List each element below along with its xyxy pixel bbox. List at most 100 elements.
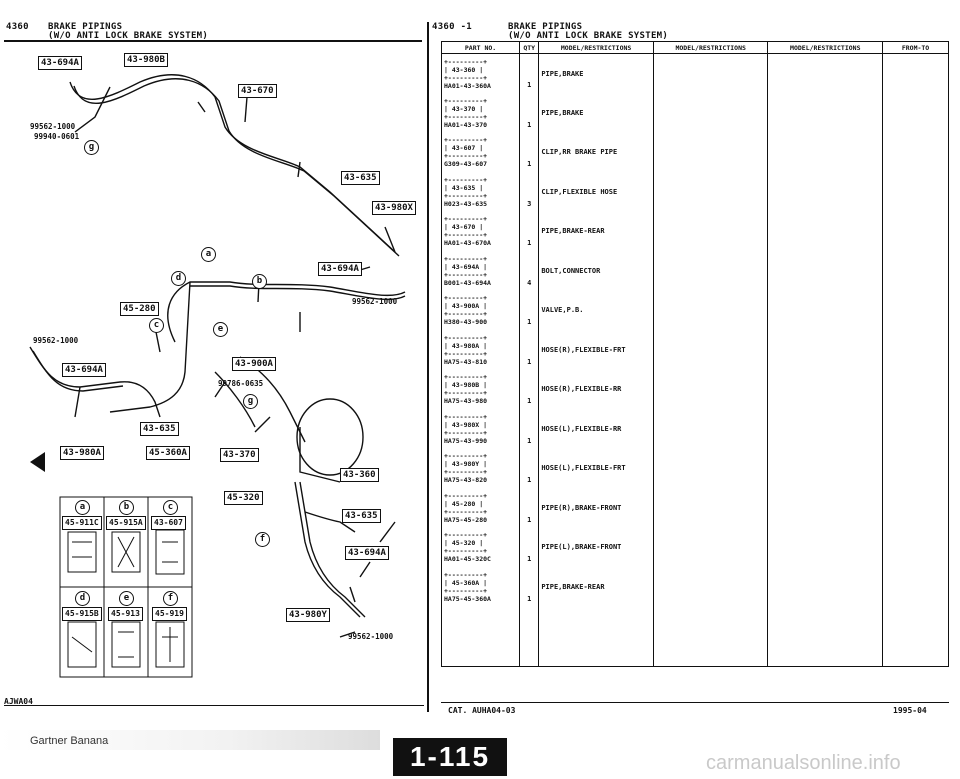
model-cell — [652, 527, 769, 567]
part-no-cell: +---------+| 43-980X |+---------+HA75-43… — [440, 409, 521, 449]
description-cell: PIPE,BRAKE-REAR — [538, 211, 654, 251]
description-cell: PIPE,BRAKE — [538, 93, 654, 133]
description-cell: CLIP,FLEXIBLE HOSE — [538, 172, 654, 212]
from-to-cell — [882, 409, 949, 449]
model-cell — [652, 211, 769, 251]
col-part-no: PART NO. — [440, 41, 521, 54]
model-cell — [652, 172, 769, 212]
clip-e-circle: e — [119, 591, 134, 606]
left-header-subtitle: (W/O ANTI LOCK BRAKE SYSTEM) — [48, 31, 209, 41]
qty-cell: 1 — [519, 132, 540, 172]
center-divider — [427, 22, 429, 712]
watermark-right: carmanualsonline.info — [706, 752, 901, 774]
description-cell: HOSE(R),FLEXIBLE-RR — [538, 369, 654, 409]
part-ref: | 43-607 | — [444, 144, 484, 153]
callout-b-circle: b — [252, 274, 267, 289]
part-ref-block: +---------+| 43-980Y |+---------+HA75-43… — [444, 452, 517, 484]
part-no-cell: +---------+| 43-980Y |+---------+HA75-43… — [440, 448, 521, 488]
part-ref-block: +---------+| 43-900A |+---------+H380-43… — [444, 294, 517, 326]
right-header-code: 4360 -1 — [432, 22, 473, 32]
model-cell — [652, 93, 769, 133]
empty-cell — [652, 606, 769, 667]
left-header-title: BRAKE PIPINGS — [48, 22, 123, 32]
left-bottom-rule — [4, 705, 424, 706]
empty-cell — [882, 606, 949, 667]
callout-e-circle: e — [213, 322, 228, 337]
page-number: 1-115 — [409, 741, 491, 772]
part-number: HA75-43-820 — [444, 476, 488, 485]
callout-d-circle: d — [171, 271, 186, 286]
col-from-to: FROM-TO — [882, 41, 949, 54]
clip-a-circle: a — [75, 500, 90, 515]
page-number-badge — [393, 738, 507, 776]
part-ref-block: +---------+| 43-980A |+---------+HA75-43… — [444, 334, 517, 366]
description-cell: PIPE(L),BRAKE-FRONT — [538, 527, 654, 567]
model-cell — [767, 93, 884, 133]
parts-table: PART NO. QTY MODEL/RESTRICTIONS MODEL/RE… — [440, 41, 949, 667]
from-to-cell — [882, 93, 949, 133]
callout-43-694a-3: 43-694A — [62, 363, 106, 377]
parts-body: +---------+| 43-360 |+---------+HA01-43-… — [440, 53, 949, 667]
model-cell — [767, 448, 884, 488]
table-row: +---------+| 45-360A |+---------+HA75-45… — [440, 567, 949, 607]
part-no-cell: +---------+| 43-980A |+---------+HA75-43… — [440, 330, 521, 370]
qty-cell: 1 — [519, 93, 540, 133]
model-cell — [652, 251, 769, 291]
model-cell — [652, 409, 769, 449]
callout-43-360: 43-360 — [340, 468, 379, 482]
callout-c-circle: c — [149, 318, 164, 333]
part-number: H023-43-635 — [444, 199, 488, 208]
model-cell — [767, 409, 884, 449]
callout-45-280: 45-280 — [120, 302, 159, 316]
ref-border: +---------+ — [444, 373, 488, 382]
model-cell — [652, 488, 769, 528]
description-cell: HOSE(L),FLEXIBLE-RR — [538, 409, 654, 449]
from-to-cell — [882, 567, 949, 607]
ref-border: +---------+ — [444, 586, 488, 595]
callout-43-980b: 43-980B — [124, 53, 168, 67]
empty-cell — [538, 606, 654, 667]
callout-43-370: 43-370 — [220, 448, 259, 462]
ref-border: +---------+ — [444, 152, 488, 161]
callout-43-635-3: 43-635 — [342, 509, 381, 523]
part-ref-block: +---------+| 43-607 |+---------+G309-43-… — [444, 136, 517, 168]
part-no-cell: +---------+| 43-370 |+---------+HA01-43-… — [440, 93, 521, 133]
table-row: +---------+| 43-607 |+---------+G309-43-… — [440, 132, 949, 172]
model-cell — [652, 369, 769, 409]
qty-cell: 1 — [519, 211, 540, 251]
clip-a-box: 45-911C — [62, 516, 102, 530]
part-ref: | 43-980B | — [444, 381, 488, 390]
table-header-row: PART NO. QTY MODEL/RESTRICTIONS MODEL/RE… — [440, 41, 949, 54]
part-no-cell: +---------+| 45-280 |+---------+HA75-45-… — [440, 488, 521, 528]
ref-border: +---------+ — [444, 191, 488, 200]
empty-cell — [440, 606, 521, 667]
part-ref: | 43-980X | — [444, 420, 488, 429]
ref-border: +---------+ — [444, 428, 488, 437]
clip-f-box: 45-919 — [152, 607, 187, 621]
right-header-subtitle: (W/O ANTI LOCK BRAKE SYSTEM) — [508, 31, 669, 41]
left-header-rule — [4, 40, 422, 42]
clip-d-circle: d — [75, 591, 90, 606]
table-row: +---------+| 45-320 |+---------+HA01-45-… — [440, 527, 949, 567]
part-ref: | 43-694A | — [444, 262, 488, 271]
model-cell — [767, 251, 884, 291]
callout-43-635-2: 43-635 — [140, 422, 179, 436]
clip-c-box: 43-607 — [151, 516, 186, 530]
model-cell — [767, 488, 884, 528]
qty-cell: 1 — [519, 409, 540, 449]
part-number: HA01-43-360A — [444, 81, 491, 90]
label-99562-1000-b: 99562-1000 — [352, 297, 398, 306]
part-ref-block: +---------+| 43-360 |+---------+HA01-43-… — [444, 58, 517, 90]
description-cell: PIPE,BRAKE — [538, 53, 654, 93]
callout-45-360a: 45-360A — [146, 446, 190, 460]
clip-f-circle: f — [163, 591, 178, 606]
callout-43-635: 43-635 — [341, 171, 380, 185]
table-row: +---------+| 45-280 |+---------+HA75-45-… — [440, 488, 949, 528]
qty-cell: 1 — [519, 527, 540, 567]
qty-cell: 1 — [519, 567, 540, 607]
model-cell — [652, 53, 769, 93]
callout-43-694a: 43-694A — [38, 56, 82, 70]
callout-g-circle-2: g — [243, 394, 258, 409]
part-number: HA75-45-360A — [444, 594, 491, 603]
part-no-cell: +---------+| 43-607 |+---------+G309-43-… — [440, 132, 521, 172]
